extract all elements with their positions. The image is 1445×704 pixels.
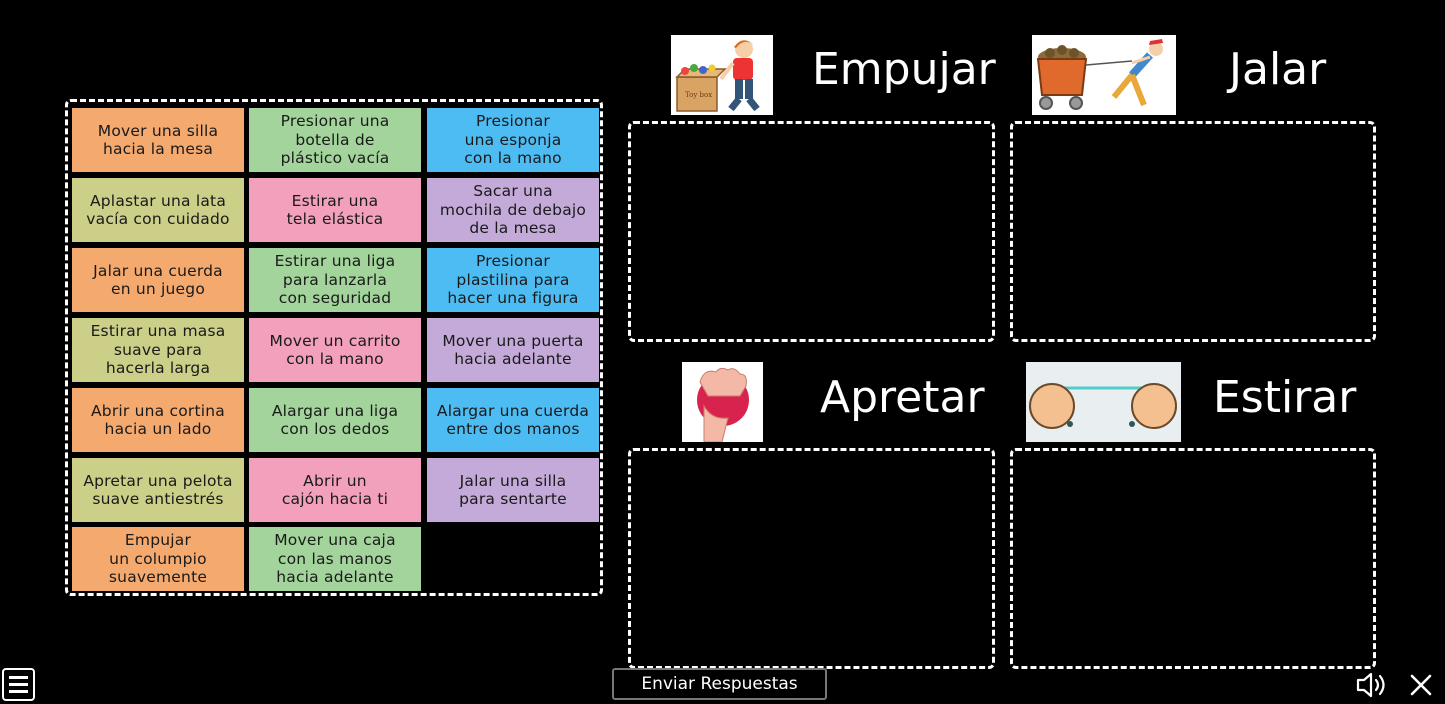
card-sacar-mochila[interactable]: Sacar una mochila de debajo de la mesa [427, 178, 599, 242]
card-estirar-liga[interactable]: Estirar una liga para lanzarla con segur… [249, 248, 421, 312]
card-pool [65, 99, 603, 596]
card-jalar-silla[interactable]: Jalar una silla para sentarte [427, 458, 599, 522]
category-title-apretar: Apretar [820, 372, 985, 423]
card-estirar-masa[interactable]: Estirar una masa suave para hacerla larg… [72, 318, 244, 382]
card-abrir-cortina[interactable]: Abrir una cortina hacia un lado [72, 388, 244, 452]
toy-box-label: Toy box [685, 91, 712, 99]
menu-button[interactable] [2, 668, 35, 701]
card-mover-caja[interactable]: Mover una caja con las manos hacia adela… [249, 527, 421, 591]
drop-zone-estirar[interactable] [1010, 448, 1376, 669]
card-presionar-botella[interactable]: Presionar una botella de plástico vacía [249, 108, 421, 172]
card-presionar-plastilina[interactable]: Presionar plastilina para hacer una figu… [427, 248, 599, 312]
submit-answers-button[interactable]: Enviar Respuestas [612, 668, 827, 700]
drop-zone-empujar[interactable] [628, 121, 995, 342]
card-presionar-esponja[interactable]: Presionar una esponja con la mano [427, 108, 599, 172]
card-aplastar-lata[interactable]: Aplastar una lata vacía con cuidado [72, 178, 244, 242]
speaker-icon [1356, 672, 1385, 698]
drop-zone-jalar[interactable] [1010, 121, 1376, 342]
sound-button[interactable] [1355, 670, 1389, 700]
card-mover-puerta[interactable]: Mover una puerta hacia adelante [427, 318, 599, 382]
category-title-estirar: Estirar [1213, 372, 1357, 423]
menu-icon [9, 676, 28, 679]
card-mover-carrito[interactable]: Mover un carrito con la mano [249, 318, 421, 382]
hand-squeezing-ball-image [682, 362, 763, 442]
card-apretar-pelota[interactable]: Apretar una pelota suave antiestrés [72, 458, 244, 522]
hands-stretching-band-image [1026, 362, 1181, 442]
card-alargar-cuerda[interactable]: Alargar una cuerda entre dos manos [427, 388, 599, 452]
category-title-empujar: Empujar [812, 44, 996, 95]
man-pulling-cart-image [1032, 35, 1176, 115]
drop-zone-apretar[interactable] [628, 448, 995, 669]
card-alargar-liga[interactable]: Alargar una liga con los dedos [249, 388, 421, 452]
card-empujar-columpio[interactable]: Empujar un columpio suavemente [72, 527, 244, 591]
boy-pushing-toy-box-image: Toy box [671, 35, 773, 115]
close-button[interactable] [1408, 672, 1434, 698]
card-estirar-tela[interactable]: Estirar una tela elástica [249, 178, 421, 242]
category-title-jalar: Jalar [1229, 44, 1327, 95]
card-abrir-cajon[interactable]: Abrir un cajón hacia ti [249, 458, 421, 522]
close-icon [1410, 674, 1432, 696]
card-jalar-cuerda[interactable]: Jalar una cuerda en un juego [72, 248, 244, 312]
card-mover-silla[interactable]: Mover una silla hacia la mesa [72, 108, 244, 172]
